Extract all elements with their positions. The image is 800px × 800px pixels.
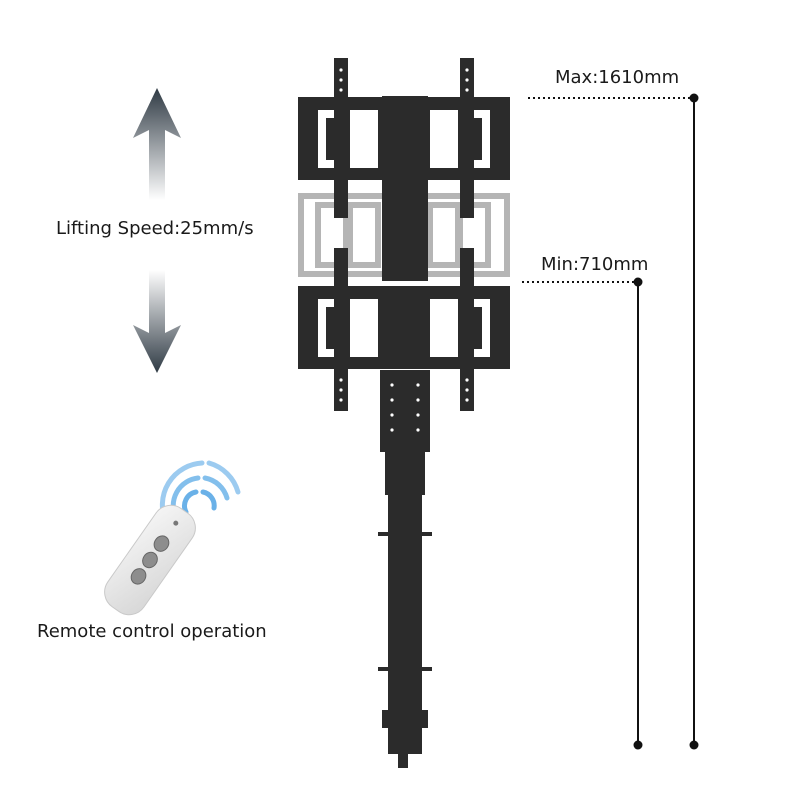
min-height-label: Min:710mm	[541, 254, 649, 275]
lift-column	[378, 96, 432, 768]
max-height-label: Max:1610mm	[555, 67, 680, 88]
mount-bottom-position	[298, 248, 510, 411]
dimension-min	[522, 277, 643, 750]
remote-control-label: Remote control operation	[37, 621, 267, 642]
arm-holes	[339, 68, 469, 432]
dimension-max	[528, 93, 699, 750]
arrow-down-icon	[133, 270, 181, 373]
remote-control-icon	[104, 504, 196, 616]
lifting-speed-label: Lifting Speed:25mm/s	[56, 218, 254, 239]
mount-top-position	[298, 58, 510, 218]
arrow-up-icon	[133, 88, 181, 200]
